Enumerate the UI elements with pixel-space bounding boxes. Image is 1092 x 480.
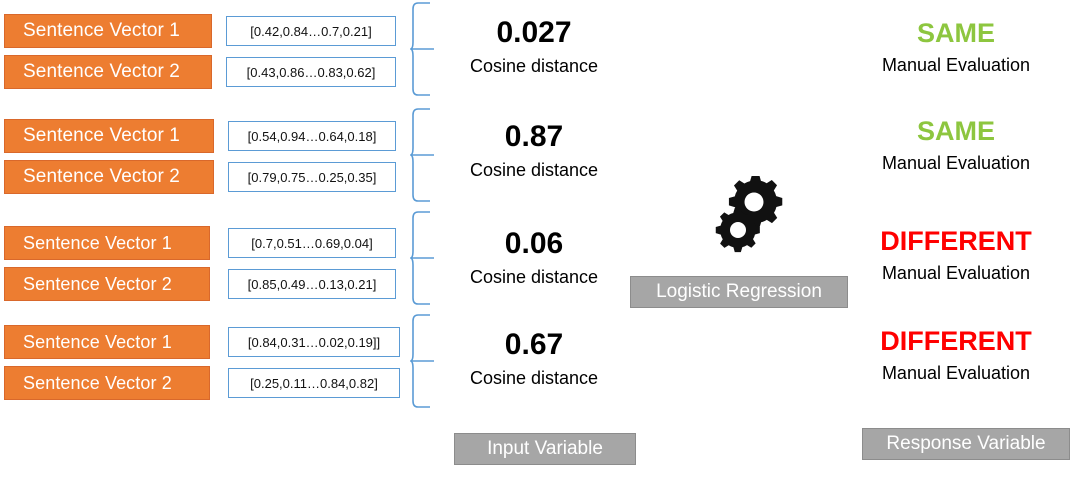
sentence-vector-1-value: [0.42,0.84…0.7,0.21]	[226, 16, 396, 46]
evaluation-caption: Manual Evaluation	[881, 363, 1031, 383]
sentence-vector-2-value: [0.85,0.49…0.13,0.21]	[228, 269, 396, 299]
sentence-vector-1-label: Sentence Vector 1	[4, 14, 212, 48]
brace-connector-3	[410, 211, 438, 305]
cosine-distance-value: 0.027	[496, 16, 572, 49]
vector-row-3-1: Sentence Vector 1 [0.7,0.51…0.69,0.04]	[0, 226, 420, 260]
sentence-vector-1-value: [0.84,0.31…0.02,0.19]]	[228, 327, 400, 357]
vector-row-1-1: Sentence Vector 1 [0.42,0.84…0.7,0.21]	[0, 14, 420, 48]
evaluation-verdict: SAME	[916, 18, 995, 48]
vector-row-3-2: Sentence Vector 2 [0.85,0.49…0.13,0.21]	[0, 267, 420, 301]
vector-row-4-2: Sentence Vector 2 [0.25,0.11…0.84,0.82]	[0, 366, 420, 400]
cosine-distance-block-4: 0.67 Cosine distance	[424, 328, 644, 388]
manual-evaluation-block-1: SAME Manual Evaluation	[820, 18, 1092, 75]
sentence-vector-2-label: Sentence Vector 2	[4, 160, 214, 194]
brace-connector-2	[410, 108, 438, 202]
evaluation-verdict: SAME	[916, 116, 995, 146]
evaluation-caption: Manual Evaluation	[881, 55, 1031, 75]
sentence-vector-1-label: Sentence Vector 1	[4, 325, 210, 359]
sentence-vector-2-value: [0.25,0.11…0.84,0.82]	[228, 368, 400, 398]
cosine-distance-caption: Cosine distance	[469, 368, 599, 388]
gears-icon	[712, 176, 792, 260]
cosine-distance-block-1: 0.027 Cosine distance	[424, 16, 644, 76]
evaluation-caption: Manual Evaluation	[881, 153, 1031, 173]
cosine-distance-caption: Cosine distance	[469, 56, 599, 76]
sentence-vector-2-label: Sentence Vector 2	[4, 366, 210, 400]
manual-evaluation-block-3: DIFFERENT Manual Evaluation	[820, 226, 1092, 283]
logistic-regression-box: Logistic Regression	[630, 276, 848, 308]
evaluation-verdict: DIFFERENT	[880, 326, 1032, 356]
cosine-distance-caption: Cosine distance	[469, 267, 599, 287]
cosine-distance-caption: Cosine distance	[469, 160, 599, 180]
cosine-distance-value: 0.06	[504, 227, 564, 260]
brace-connector-1	[410, 2, 438, 96]
evaluation-verdict: DIFFERENT	[880, 226, 1032, 256]
cosine-distance-block-2: 0.87 Cosine distance	[424, 120, 644, 180]
cosine-distance-value: 0.67	[504, 328, 564, 361]
cosine-distance-block-3: 0.06 Cosine distance	[424, 227, 644, 287]
cosine-distance-value: 0.87	[504, 120, 564, 153]
vector-row-2-1: Sentence Vector 1 [0.54,0.94…0.64,0.18]	[0, 119, 420, 153]
evaluation-caption: Manual Evaluation	[881, 263, 1031, 283]
manual-evaluation-block-2: SAME Manual Evaluation	[820, 116, 1092, 173]
vector-row-4-1: Sentence Vector 1 [0.84,0.31…0.02,0.19]]	[0, 325, 420, 359]
sentence-vector-1-label: Sentence Vector 1	[4, 119, 214, 153]
response-variable-box: Response Variable	[862, 428, 1070, 460]
sentence-vector-1-value: [0.7,0.51…0.69,0.04]	[228, 228, 396, 258]
sentence-vector-2-label: Sentence Vector 2	[4, 267, 210, 301]
input-variable-box: Input Variable	[454, 433, 636, 465]
manual-evaluation-block-4: DIFFERENT Manual Evaluation	[820, 326, 1092, 383]
sentence-vector-1-value: [0.54,0.94…0.64,0.18]	[228, 121, 396, 151]
vector-row-1-2: Sentence Vector 2 [0.43,0.86…0.83,0.62]	[0, 55, 420, 89]
sentence-vector-2-value: [0.79,0.75…0.25,0.35]	[228, 162, 396, 192]
brace-connector-4	[410, 314, 438, 408]
sentence-vector-1-label: Sentence Vector 1	[4, 226, 210, 260]
sentence-vector-2-label: Sentence Vector 2	[4, 55, 212, 89]
sentence-vector-2-value: [0.43,0.86…0.83,0.62]	[226, 57, 396, 87]
vector-row-2-2: Sentence Vector 2 [0.79,0.75…0.25,0.35]	[0, 160, 420, 194]
